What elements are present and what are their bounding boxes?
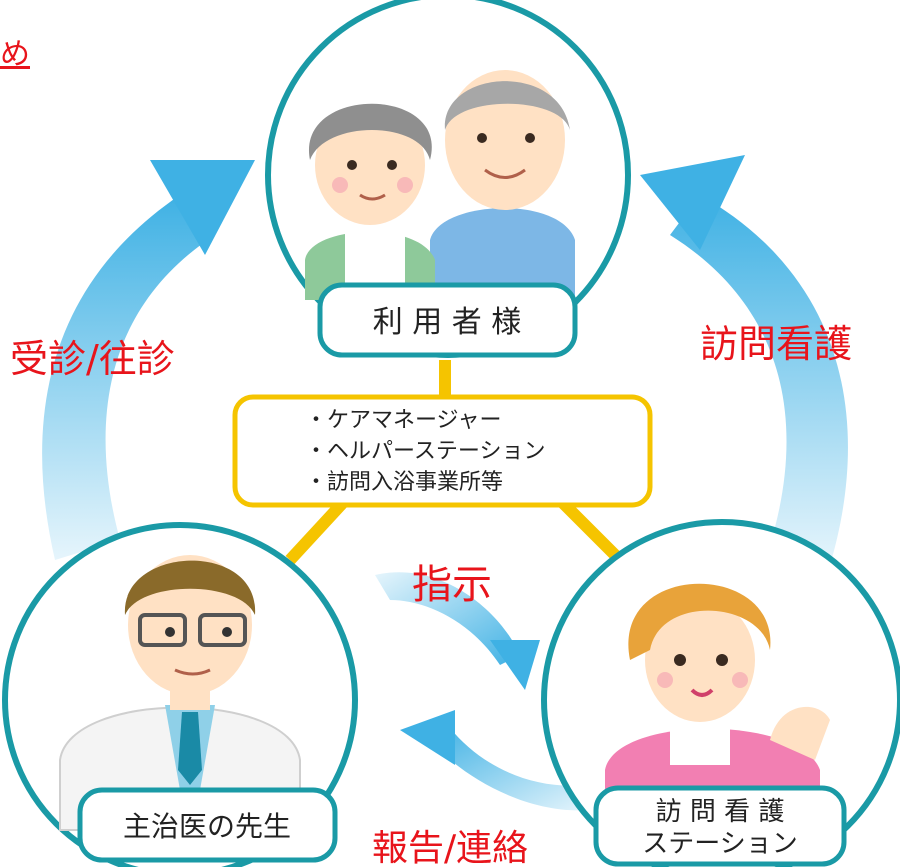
- service-item-bathing-service: ・訪問入浴事業所等: [305, 470, 503, 495]
- consult-label: 受診/往診: [10, 337, 175, 381]
- nurse-label-line2: ステーション: [642, 829, 797, 859]
- instruction-label: 指示: [412, 562, 492, 608]
- service-item-care-manager: ・ケアマネージャー: [305, 408, 501, 433]
- corner-fragment-text: め: [0, 37, 30, 72]
- doctor-label: 主治医の先生: [123, 810, 291, 843]
- consult-arrow: [42, 160, 255, 560]
- report-label: 報告/連絡: [372, 828, 528, 867]
- service-item-helper-station: ・ヘルパーステーション: [305, 439, 545, 464]
- nurse-label-line1: 訪 問 看 護: [656, 797, 785, 827]
- visit-nursing-label: 訪問看護: [700, 322, 852, 366]
- report-arrow: [400, 710, 590, 811]
- nurse-label-box: 訪 問 看 護 ステーション: [593, 785, 847, 867]
- users-label-box: 利 用 者 様: [317, 282, 578, 358]
- visit-nursing-arrow: [640, 155, 848, 565]
- nurse-circle: [541, 519, 900, 867]
- instruction-arrow: [375, 572, 540, 690]
- doctor-label-box: 主治医の先生: [77, 787, 338, 863]
- users-label: 利 用 者 様: [373, 305, 522, 340]
- services-box: ・ケアマネージャー ・ヘルパーステーション ・訪問入浴事業所等: [232, 394, 653, 508]
